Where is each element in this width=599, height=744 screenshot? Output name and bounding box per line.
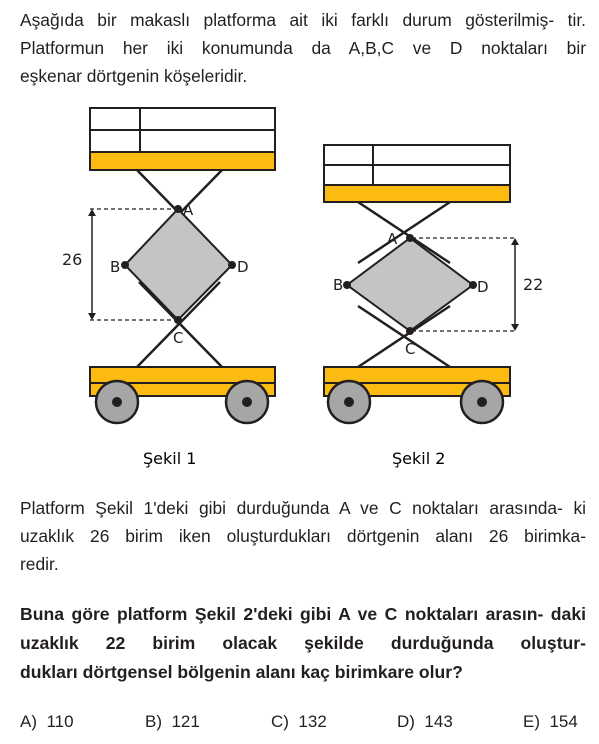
given-line: Platform Şekil 1'deki gibi durduğunda A … <box>20 498 563 518</box>
option-letter: E) <box>523 712 540 731</box>
given-line: ki uzaklık 26 birim iken oluşturdukları … <box>20 498 586 546</box>
figure1-dimension-label: 26 <box>62 250 82 269</box>
figure1-point-d: D <box>237 258 249 276</box>
figure1-point-b: B <box>110 258 120 276</box>
option-value: 110 <box>46 712 74 731</box>
figure1: 26 A B D C Şekil 1 <box>62 107 276 468</box>
question-line: daki uzaklık 22 birim olacak şekilde dur… <box>20 604 587 653</box>
figure1-top-platform <box>89 151 276 171</box>
option-b[interactable]: B) 121 <box>145 712 200 732</box>
figure1-caption: Şekil 1 <box>143 449 196 468</box>
option-e[interactable]: E) 154 <box>523 712 578 732</box>
option-value: 121 <box>171 712 200 731</box>
question-line: Buna göre platform Şekil 2'deki gibi A v… <box>20 604 544 624</box>
option-letter: A) <box>20 712 37 731</box>
figure2-point-c: C <box>405 340 415 358</box>
figure1-rhombus <box>123 207 234 322</box>
option-letter: B) <box>145 712 162 731</box>
figure2-caption: Şekil 2 <box>392 449 445 468</box>
figure2-rhombus <box>345 236 475 333</box>
figure1-point-a: A <box>183 201 194 219</box>
option-value: 143 <box>424 712 453 731</box>
option-letter: D) <box>397 712 415 731</box>
option-letter: C) <box>271 712 289 731</box>
question-paragraph: Buna göre platform Şekil 2'deki gibi A v… <box>20 600 586 687</box>
scissor-lift-figure: 26 A B D C Şekil 1 <box>62 107 543 468</box>
given-paragraph: Platform Şekil 1'deki gibi durduğunda A … <box>20 494 586 578</box>
figure2-point-a: A <box>387 230 398 248</box>
figure1-point-c: C <box>173 329 183 347</box>
intro-paragraph: Aşağıda bir makaslı platforma ait iki fa… <box>20 6 586 90</box>
option-value: 132 <box>298 712 327 731</box>
option-d[interactable]: D) 143 <box>397 712 453 732</box>
answer-options: A) 110 B) 121 C) 132 D) 143 E) 154 <box>0 712 599 736</box>
figure2-dimension-label: 22 <box>523 275 543 294</box>
figure2-point-d: D <box>477 278 489 296</box>
intro-line: tir. Platformun her iki konumunda da A,B… <box>20 10 586 58</box>
intro-line: Aşağıda bir makaslı platforma ait iki fa… <box>20 10 555 30</box>
option-value: 154 <box>549 712 578 731</box>
given-line: redir. <box>20 554 59 574</box>
figure2: 22 A B D C Şekil 2 <box>323 144 543 468</box>
question-line: dukları dörtgensel bölgenin alanı kaç bi… <box>20 662 463 682</box>
figure2-top-platform <box>323 184 511 203</box>
option-c[interactable]: C) 132 <box>271 712 327 732</box>
figure2-point-b: B <box>333 276 343 294</box>
intro-line: eşkenar dörtgenin köşeleridir. <box>20 66 248 86</box>
option-a[interactable]: A) 110 <box>20 712 74 732</box>
